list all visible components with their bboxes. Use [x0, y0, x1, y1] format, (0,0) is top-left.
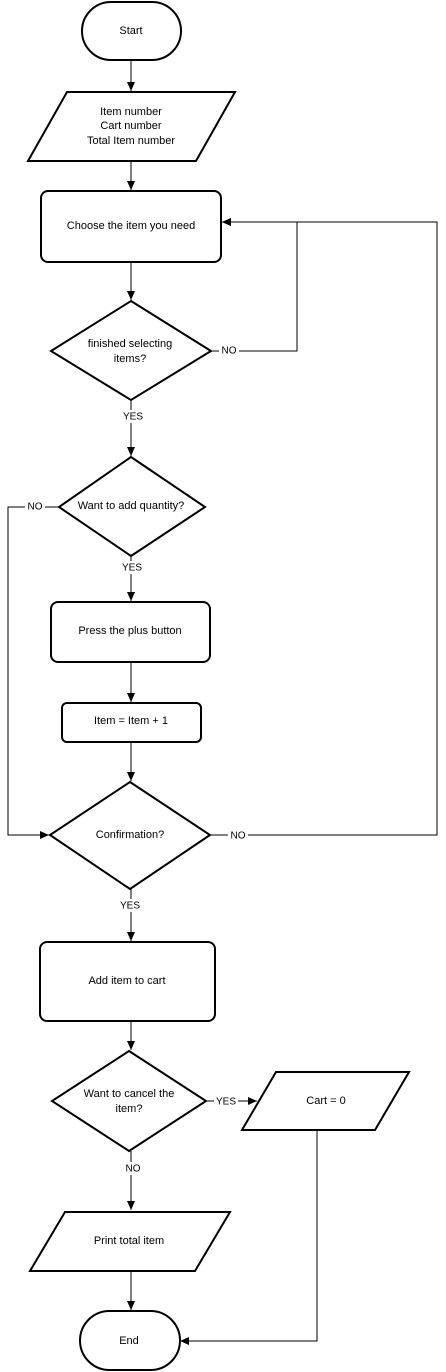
label-quantity-no: NO — [28, 502, 43, 513]
label-quantity-yes: YES — [122, 563, 142, 574]
edge-finished-no-loop — [211, 218, 298, 352]
node-finished-line-2: items? — [114, 353, 146, 365]
node-print-total: Print total item — [28, 1211, 232, 1272]
edge-labels: NO YES NO YES NO YES YES NO — [25, 344, 248, 1175]
node-input-vars: Item number Cart number Total Item numbe… — [26, 91, 237, 162]
node-want-add-quantity: Want to add quantity? — [57, 455, 207, 558]
label-confirm-yes: YES — [120, 901, 140, 912]
node-input-line-1: Item number — [100, 106, 162, 118]
label-cancel-yes: YES — [216, 1097, 236, 1108]
node-choose-item: Choose the item you need — [40, 190, 222, 263]
node-end: End — [79, 1310, 181, 1371]
node-start-label: Start — [119, 25, 142, 37]
node-finished-selecting: finished selecting items? — [49, 299, 213, 402]
node-print-total-label: Print total item — [94, 1235, 164, 1247]
node-add-to-cart: Add item to cart — [39, 941, 216, 1022]
node-want-cancel-line-1: Want to cancel the — [84, 1088, 175, 1100]
edge-quantity-no — [7, 506, 59, 839]
node-add-to-cart-label: Add item to cart — [88, 975, 165, 987]
node-input-line-2: Cart number — [100, 120, 161, 132]
node-want-cancel-line-2: item? — [116, 1103, 143, 1115]
node-item-increment: Item = Item + 1 — [61, 702, 202, 743]
node-press-plus: Press the plus button — [50, 601, 211, 663]
label-confirm-no: NO — [231, 831, 246, 842]
node-end-label: End — [119, 1335, 139, 1347]
node-want-add-quantity-label: Want to add quantity? — [78, 500, 185, 512]
node-start: Start — [81, 1, 182, 61]
label-finished-no: NO — [222, 346, 237, 357]
node-choose-item-label: Choose the item you need — [67, 220, 195, 232]
node-cart-zero: Cart = 0 — [240, 1071, 411, 1131]
node-finished-line-1: finished selecting — [88, 338, 172, 350]
node-press-plus-label: Press the plus button — [78, 625, 181, 637]
node-item-increment-label: Item = Item + 1 — [94, 715, 168, 727]
label-finished-yes: YES — [123, 412, 143, 423]
edge-confirm-no-loop — [210, 218, 438, 836]
label-cancel-no: NO — [126, 1164, 141, 1175]
node-input-line-3: Total Item number — [87, 135, 175, 147]
edge-cartzero-to-end — [180, 1130, 318, 1345]
node-confirmation-label: Confirmation? — [96, 829, 164, 841]
node-confirmation: Confirmation? — [48, 780, 212, 891]
node-cart-zero-label: Cart = 0 — [306, 1095, 345, 1107]
node-want-cancel: Want to cancel the item? — [50, 1049, 208, 1153]
